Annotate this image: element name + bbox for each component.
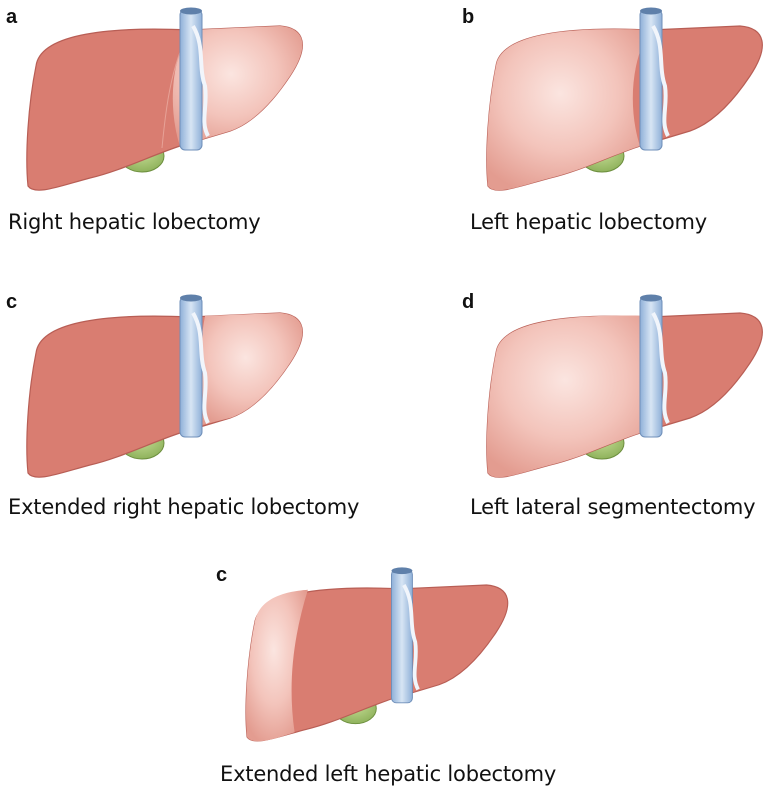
retained-left-lateral	[199, 313, 302, 425]
retained-remainder	[487, 315, 660, 477]
liver-illustration-right-lobectomy	[20, 6, 320, 206]
panel-letter: d	[462, 291, 474, 314]
panel-caption: Extended left hepatic lobectomy	[220, 762, 556, 786]
panel-c-extended-left: c Extended left hepatic lobectomy	[210, 562, 630, 797]
vena-cava-opening	[392, 567, 413, 574]
liver-illustration-extended-right	[20, 293, 320, 493]
panel-letter: a	[6, 6, 17, 29]
vena-cava	[180, 297, 202, 437]
panel-b: b Left hepatic lobectomy	[460, 0, 779, 250]
retained-right-lobe	[487, 29, 650, 190]
vena-cava-opening	[180, 8, 202, 15]
liver-illustration-extended-left	[232, 566, 532, 756]
vena-cava	[392, 570, 413, 703]
panel-caption: Right hepatic lobectomy	[8, 210, 261, 234]
panel-caption: Extended right hepatic lobectomy	[8, 495, 359, 519]
vena-cava	[180, 10, 202, 150]
vena-cava	[640, 297, 662, 437]
vena-cava-opening	[180, 295, 202, 302]
panel-a: a Right hepatic lobectomy	[0, 0, 380, 250]
liver-illustration-left-lateral	[480, 293, 779, 493]
panel-caption: Left hepatic lobectomy	[470, 210, 707, 234]
liver-illustration-left-lobectomy	[480, 6, 779, 206]
panel-caption: Left lateral segmentectomy	[470, 495, 755, 519]
vena-cava-opening	[640, 8, 662, 15]
panel-c-extended-right: c Extended right hepatic lobectomy	[0, 285, 400, 535]
panel-letter: c	[216, 564, 227, 587]
vena-cava-opening	[640, 295, 662, 302]
panel-letter: c	[6, 291, 17, 314]
vena-cava	[640, 10, 662, 150]
panel-letter: b	[462, 6, 474, 29]
panel-d: d Left lateral segmentectomy	[460, 285, 779, 535]
